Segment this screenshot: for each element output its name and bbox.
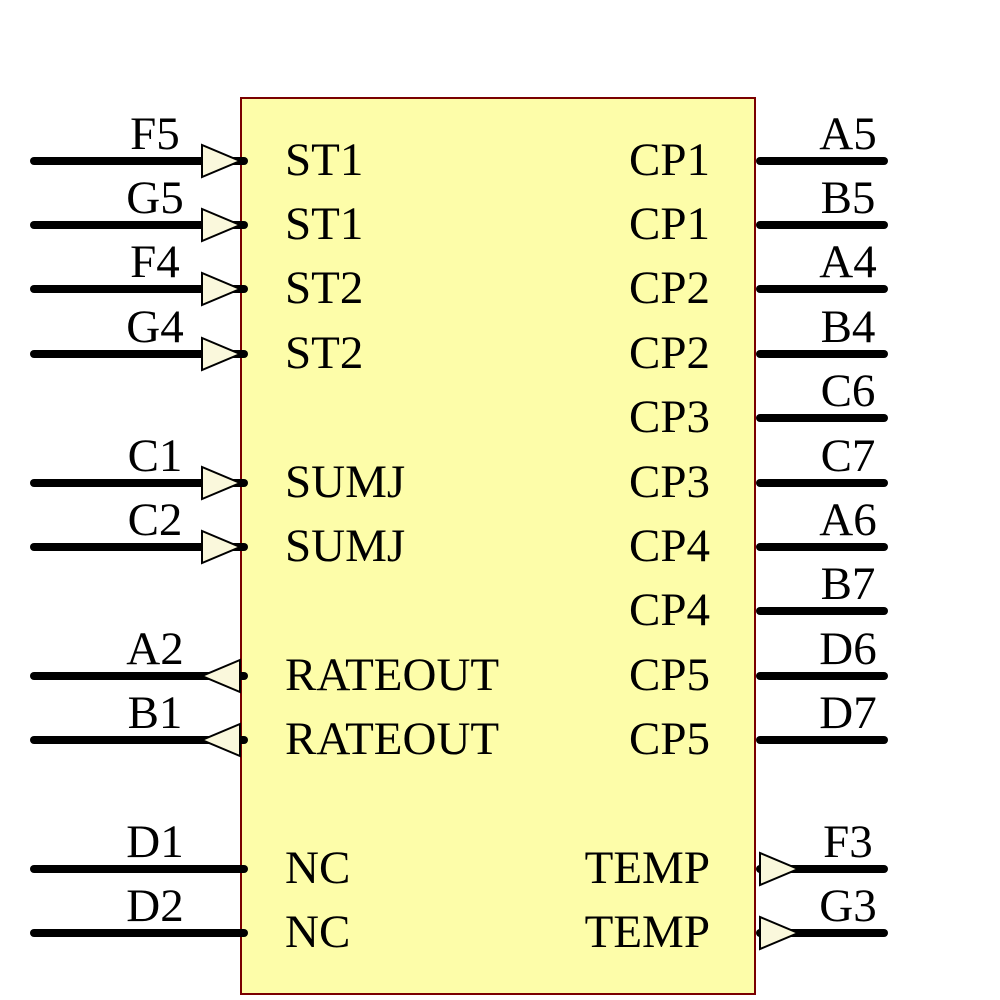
pin-line-F5[interactable]: [30, 156, 248, 165]
symbol-body[interactable]: [240, 97, 756, 995]
pin-name-A6: CP4: [629, 519, 710, 572]
pin-designator-B4: B4: [820, 300, 876, 353]
pin-line-F3[interactable]: [756, 864, 888, 873]
pin-name-G5: ST1: [285, 197, 364, 250]
pin-line-G5[interactable]: [30, 220, 248, 229]
pin-designator-D1: D1: [126, 815, 184, 868]
pin-name-A2: RATEOUT: [285, 648, 500, 701]
pin-designator-A5: A5: [819, 107, 877, 160]
pin-designator-C7: C7: [820, 429, 876, 482]
input-arrow-icon: [201, 464, 242, 501]
pin-designator-D7: D7: [819, 687, 877, 740]
pin-designator-B5: B5: [820, 171, 876, 224]
pin-name-C2: SUMJ: [285, 519, 406, 572]
pin-designator-A4: A4: [819, 236, 877, 289]
output-arrow-icon: [759, 851, 800, 887]
pin-name-C7: CP3: [629, 455, 710, 508]
pin-designator-F3: F3: [823, 815, 873, 868]
pin-name-F5: ST1: [285, 133, 364, 186]
pin-line-C2[interactable]: [30, 542, 248, 551]
pin-name-G4: ST2: [285, 326, 364, 379]
pin-line-C1[interactable]: [30, 478, 248, 487]
pin-line-F4[interactable]: [30, 285, 248, 294]
pin-name-D7: CP5: [629, 713, 710, 766]
pin-line-D2[interactable]: [30, 929, 248, 938]
pin-designator-G5: G5: [126, 171, 184, 224]
pin-name-A4: CP2: [629, 262, 710, 315]
pin-name-B1: RATEOUT: [285, 713, 500, 766]
pin-line-A2[interactable]: [30, 671, 248, 680]
pin-designator-C2: C2: [127, 493, 183, 546]
pin-name-F3: TEMP: [584, 841, 710, 894]
pin-name-B7: CP4: [629, 584, 710, 637]
pin-name-F4: ST2: [285, 262, 364, 315]
pin-line-C6[interactable]: [756, 414, 888, 423]
pin-line-B1[interactable]: [30, 736, 248, 745]
pin-designator-A2: A2: [126, 622, 184, 675]
pin-line-D7[interactable]: [756, 736, 888, 745]
pin-name-D1: NC: [285, 841, 351, 894]
pin-designator-A6: A6: [819, 493, 877, 546]
pin-line-B5[interactable]: [756, 220, 888, 229]
pin-name-C6: CP3: [629, 391, 710, 444]
pin-designator-C1: C1: [127, 429, 183, 482]
pin-line-A5[interactable]: [756, 156, 888, 165]
input-arrow-icon: [201, 142, 242, 179]
pin-name-D2: NC: [285, 906, 351, 959]
pin-designator-C6: C6: [820, 365, 876, 418]
pin-designator-D6: D6: [819, 622, 877, 675]
pin-line-A4[interactable]: [756, 285, 888, 294]
output-arrow-icon: [200, 658, 241, 694]
pin-line-C7[interactable]: [756, 478, 888, 487]
pin-designator-G3: G3: [819, 880, 877, 933]
pin-designator-B1: B1: [127, 687, 183, 740]
pin-designator-F4: F4: [130, 236, 180, 289]
pin-name-G3: TEMP: [584, 906, 710, 959]
output-arrow-icon: [759, 915, 800, 951]
pin-name-A5: CP1: [629, 133, 710, 186]
pin-name-D6: CP5: [629, 648, 710, 701]
pin-line-D1[interactable]: [30, 864, 248, 873]
pin-designator-G4: G4: [126, 300, 184, 353]
pin-designator-D2: D2: [126, 880, 184, 933]
input-arrow-icon: [201, 529, 242, 565]
pin-name-C1: SUMJ: [285, 455, 406, 508]
input-arrow-icon: [201, 271, 242, 307]
pin-line-B7[interactable]: [756, 607, 888, 616]
pin-line-G3[interactable]: [756, 929, 888, 938]
input-arrow-icon: [201, 336, 242, 372]
pin-line-D6[interactable]: [756, 671, 888, 680]
output-arrow-icon: [200, 722, 241, 758]
pin-name-B4: CP2: [629, 326, 710, 379]
pin-line-B4[interactable]: [756, 349, 888, 358]
pin-designator-F5: F5: [130, 107, 180, 160]
pin-name-B5: CP1: [629, 197, 710, 250]
pin-designator-B7: B7: [820, 558, 876, 611]
pin-line-A6[interactable]: [756, 542, 888, 551]
input-arrow-icon: [201, 207, 242, 243]
pin-line-G4[interactable]: [30, 349, 248, 358]
